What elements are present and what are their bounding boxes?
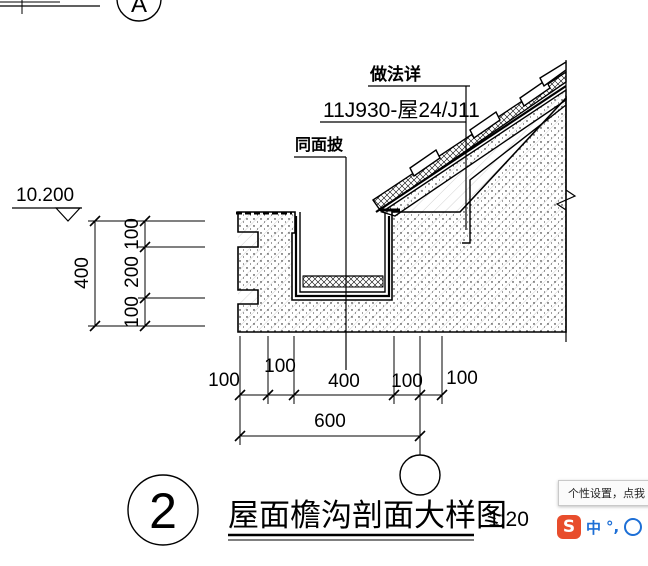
dim-horizontal-3: 400	[328, 371, 360, 392]
dim-overall: 600	[314, 411, 346, 432]
detail-number: 2	[149, 483, 177, 539]
dim-vertical-top: 100	[122, 218, 143, 250]
note-reference: 11J930-屋24/J11	[323, 99, 480, 122]
axis-label: A	[131, 0, 147, 18]
elevation-marker: 10.200	[12, 185, 82, 222]
ime-language-toggle[interactable]: 中	[586, 518, 602, 537]
dim-horizontal-1: 100	[208, 370, 240, 391]
roof-tiles	[372, 60, 567, 217]
drawing-title: 屋面檐沟剖面大样图	[228, 498, 507, 534]
dim-horizontal-5: 100	[446, 368, 478, 389]
axis-marker: A	[0, 0, 162, 22]
dim-horizontal-2: 100	[264, 356, 296, 377]
drawing-scale: 1:20	[488, 508, 529, 531]
dim-horizontal-4: 100	[391, 371, 423, 392]
dim-vertical-middle: 200	[122, 256, 143, 288]
dim-vertical-total: 400	[72, 257, 93, 289]
note-slope: 同面披	[295, 135, 344, 154]
leader-lines	[294, 85, 470, 370]
vertical-dimensions	[88, 215, 205, 332]
elevation-value: 10.200	[16, 185, 74, 206]
emoji-icon[interactable]	[624, 518, 643, 536]
axis-bubble	[399, 454, 441, 496]
sogou-logo-icon[interactable]: S	[557, 515, 581, 539]
title-block: 2 屋面檐沟剖面大样图 1:20	[127, 474, 529, 546]
dim-vertical-bottom: 100	[122, 296, 143, 328]
note-method: 做法详	[369, 64, 421, 85]
ime-settings-tooltip[interactable]: 个性设置，点我	[558, 480, 648, 506]
horizontal-dimensions	[234, 336, 448, 460]
ime-toolbar[interactable]: S 中 °,	[555, 513, 648, 541]
ime-punctuation-toggle[interactable]: °,	[606, 518, 620, 536]
